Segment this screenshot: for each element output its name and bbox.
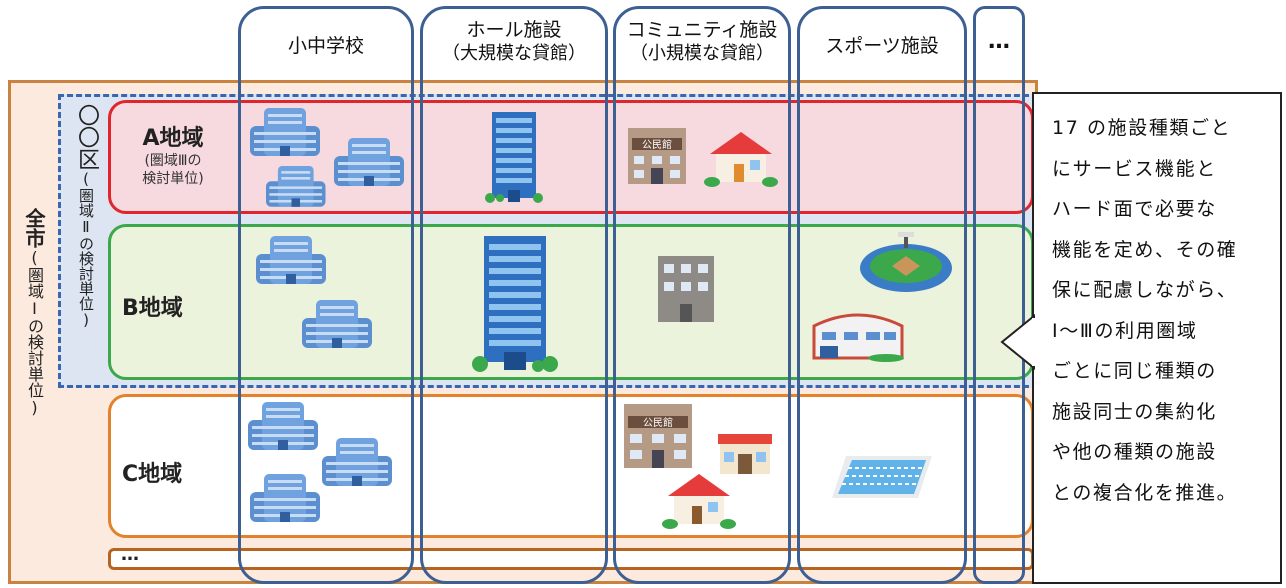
region-c-label: C地域	[122, 462, 183, 487]
callout-text: 17 の施設種類ごと にサービス機能と ハード面で必要な 機能を定め、その確 保…	[1034, 94, 1280, 513]
stadium-icon	[860, 232, 952, 292]
callout-line: 17 の施設種類ごと	[1052, 117, 1232, 139]
region-a-frame	[108, 100, 1034, 214]
callout-arrow-icon	[1000, 314, 1036, 370]
school-building-icon	[266, 166, 326, 207]
column-header-school: 小中学校	[287, 35, 364, 57]
house-icon	[704, 132, 778, 187]
callout-line: 施設同士の集約化	[1052, 400, 1217, 423]
region-b-label: B地域	[122, 296, 183, 321]
callout-line: 機能を定め、その確	[1052, 238, 1238, 261]
school-building-icon	[256, 236, 326, 284]
school-building-icon	[250, 108, 320, 156]
callout-line: ごとに同じ種類の	[1052, 360, 1217, 382]
column-header-more: …	[988, 29, 1010, 54]
callout-box: 17 の施設種類ごと にサービス機能と ハード面で必要な 機能を定め、その確 保…	[1032, 92, 1282, 584]
region-a-label: A地域	[142, 126, 204, 151]
column-header-sports: スポーツ施設	[825, 35, 939, 57]
region-a-label-group: A地域 (圏域Ⅲの 検討単位)	[118, 120, 228, 188]
school-building-icon	[302, 300, 372, 348]
community-hall-icon: 公民館	[628, 128, 686, 184]
column-community	[613, 6, 791, 584]
community-hall-icon: 公民館	[624, 404, 692, 468]
column-school	[238, 6, 414, 584]
school-building-icon	[248, 402, 318, 450]
shop-icon	[718, 434, 772, 474]
svg-text:公民館: 公民館	[642, 138, 672, 151]
callout-line: ハード面で必要な	[1052, 198, 1217, 220]
callout-line: にサービス機能と	[1052, 157, 1217, 180]
column-more	[973, 6, 1025, 584]
tower-hall-icon	[485, 112, 543, 203]
school-building-icon	[250, 474, 320, 522]
column-hall	[420, 6, 608, 584]
region-a-sub2: 検討単位)	[142, 171, 204, 187]
house-icon	[662, 474, 736, 529]
ward-label: 〇〇区(圏域Ⅱの検討単位)	[74, 104, 99, 329]
region-a-sub1: (圏域Ⅲの	[144, 153, 202, 169]
school-building-icon	[334, 138, 404, 186]
swimming-pool-icon	[832, 456, 932, 498]
callout-line: 保に配慮しながら、	[1052, 279, 1238, 301]
city-label: 全市(圏域Ⅰの検討単位)	[22, 208, 46, 417]
office-building-icon	[658, 256, 714, 322]
tower-hall-icon	[472, 236, 558, 372]
column-header-hall: ホール施設 （大規模な貸館）	[442, 19, 586, 64]
column-sports	[797, 6, 967, 584]
callout-line: Ⅰ～Ⅲの利用圏域	[1052, 319, 1198, 342]
svg-text:公民館: 公民館	[643, 416, 673, 429]
school-building-icon	[322, 438, 392, 486]
region-more-label: …	[121, 544, 139, 565]
callout-line: や他の種類の施設	[1052, 441, 1217, 463]
callout-line: との複合化を推進。	[1052, 481, 1238, 504]
column-header-community: コミュニティ施設 （小規模な貸館）	[626, 19, 778, 64]
gymnasium-icon	[812, 313, 904, 362]
